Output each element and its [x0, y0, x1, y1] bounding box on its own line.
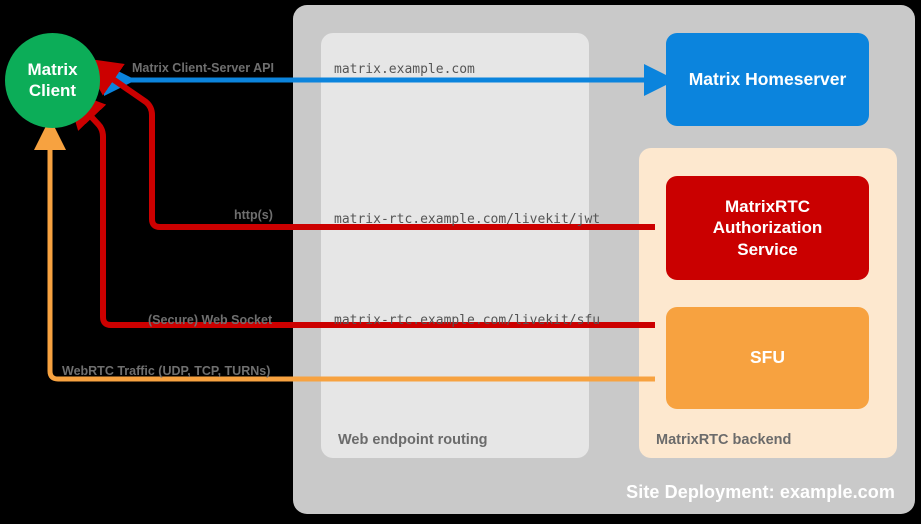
endpoint-url-jwt: matrix-rtc.example.com/livekit/jwt [334, 212, 601, 227]
matrixrtc-backend-label: MatrixRTC backend [656, 432, 792, 448]
matrix-client-label-line1: Matrix [27, 59, 78, 79]
matrix-client-label-line2: Client [28, 80, 77, 100]
web-endpoint-routing-label: Web endpoint routing [338, 432, 488, 448]
auth-label-line3: Service [737, 239, 798, 259]
wire-label-websocket: (Secure) Web Socket [148, 313, 273, 327]
wire-label-https: http(s) [234, 208, 273, 222]
endpoint-url-sfu: matrix-rtc.example.com/livekit/sfu [334, 313, 601, 328]
node-sfu[interactable]: SFU [666, 307, 869, 409]
site-deployment-label: Site Deployment: example.com [626, 482, 895, 502]
node-matrix-client[interactable]: Matrix Client [5, 33, 100, 128]
sfu-label: SFU [750, 347, 785, 368]
matrix-homeserver-label: Matrix Homeserver [688, 68, 847, 89]
auth-label-line1: MatrixRTC [724, 197, 810, 217]
node-matrix-homeserver[interactable]: Matrix Homeserver [666, 33, 869, 126]
node-matrixrtc-authorization-service[interactable]: MatrixRTC Authorization Service [666, 176, 869, 280]
wire-label-client-server-api: Matrix Client-Server API [132, 61, 274, 75]
endpoint-url-homeserver: matrix.example.com [334, 62, 475, 77]
web-endpoint-routing-container: Web endpoint routing [321, 33, 589, 458]
wire-label-webrtc: WebRTC Traffic (UDP, TCP, TURNs) [62, 364, 271, 378]
matrixrtc-authorization-service-label: MatrixRTC Authorization Service [713, 196, 823, 260]
auth-label-line2: Authorization [712, 218, 823, 238]
